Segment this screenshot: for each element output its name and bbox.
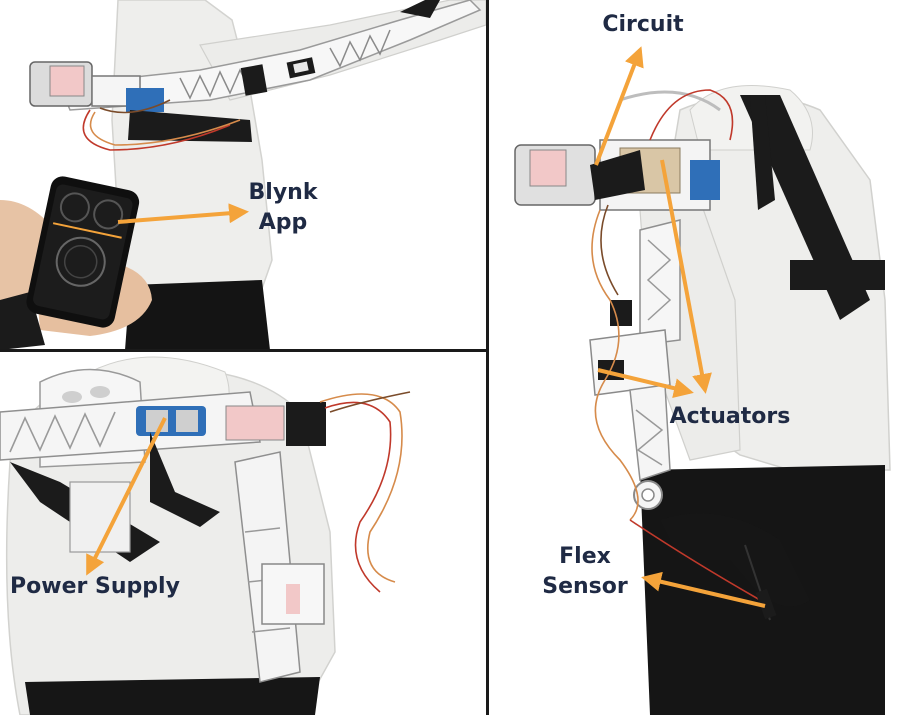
label-blynk-app-line2: App bbox=[258, 210, 308, 235]
label-flex-sensor-line2: Sensor bbox=[542, 574, 628, 599]
label-circuit: Circuit bbox=[602, 12, 684, 37]
photo-bottom-left bbox=[0, 352, 486, 715]
photo-top-left bbox=[0, 0, 486, 350]
divider-vertical bbox=[486, 0, 489, 715]
label-power-supply: Power Supply bbox=[10, 574, 180, 599]
label-blynk-app-line1: Blynk bbox=[248, 180, 318, 205]
label-flex-sensor: Flex Sensor bbox=[535, 542, 635, 602]
label-blynk-app: Blynk App bbox=[238, 178, 328, 238]
arrow-circuit bbox=[594, 46, 644, 166]
label-flex-sensor-line1: Flex bbox=[559, 544, 611, 569]
label-actuators: Actuators bbox=[669, 404, 791, 429]
arrow-blynk-app bbox=[117, 203, 249, 224]
arrow-flex-sensor bbox=[641, 571, 766, 608]
arrow-actuators-1 bbox=[660, 159, 712, 394]
divider-horizontal bbox=[0, 349, 486, 352]
photo-right bbox=[490, 0, 900, 715]
arrow-power-supply bbox=[86, 417, 167, 576]
arrow-actuators-2 bbox=[597, 368, 694, 399]
